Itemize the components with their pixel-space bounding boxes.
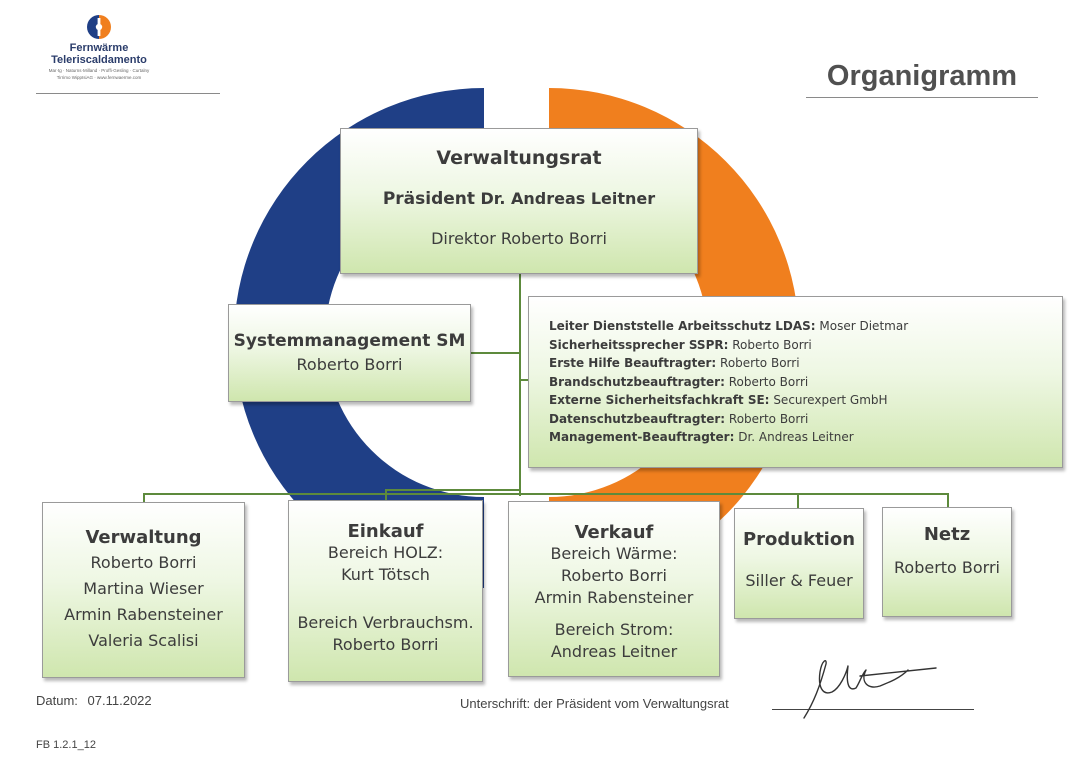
role-value: Dr. Andreas Leitner <box>738 430 854 444</box>
role-label: Erste Hilfe Beauftragter: <box>549 356 717 370</box>
connector-roles <box>520 379 529 381</box>
connector-einkauf-bus <box>385 489 521 491</box>
produktion-name: Siller & Feuer <box>745 571 853 590</box>
logo-name-line1: Fernwärme <box>69 42 129 54</box>
verwaltung-heading: Verwaltung <box>85 527 202 548</box>
einkauf-area2-name: Roberto Borri <box>332 635 439 654</box>
logo-mark-icon <box>87 15 111 39</box>
role-label: Management-Beauftragter: <box>549 430 735 444</box>
verkauf-area1-name: Roberto Borri <box>561 566 667 585</box>
signature-label: Unterschrift: der Präsident vom Verwaltu… <box>460 696 729 711</box>
role-label: Datenschutzbeauftragter: <box>549 411 726 426</box>
einkauf-heading: Einkauf <box>347 521 424 542</box>
logo-divider <box>36 93 220 94</box>
role-row: Externe Sicherheitsfachkraft SE: Securex… <box>529 391 1062 410</box>
date-value: 07.11.2022 <box>87 693 152 708</box>
role-label: Sicherheitssprecher SSPR: <box>549 337 729 352</box>
einkauf-area1-label: Bereich HOLZ: <box>327 543 444 562</box>
company-logo: Fernwärme Teleriscaldamento Mar·tg · Nat… <box>34 12 164 92</box>
produktion-heading: Produktion <box>742 529 856 550</box>
einkauf-area2-label: Bereich Verbrauchsm. <box>297 613 474 632</box>
board-director: Direktor Roberto Borri <box>431 229 607 248</box>
roles-box: Leiter Dienststelle Arbeitsschutz LDAS: … <box>528 296 1063 468</box>
role-row: Erste Hilfe Beauftragter: Roberto Borri <box>529 354 1062 373</box>
department-verwaltung-box: Verwaltung Roberto Borri Martina Wieser … <box>42 502 245 678</box>
connector-trunk <box>519 274 521 496</box>
role-value: Roberto Borri <box>732 337 812 352</box>
verwaltung-member: Martina Wieser <box>83 579 204 598</box>
netz-heading: Netz <box>923 524 971 545</box>
department-produktion-box: Produktion Siller & Feuer <box>734 508 864 619</box>
president-name: Dr. Andreas Leitner <box>480 189 656 208</box>
connector-netz <box>947 493 949 508</box>
date-field: Datum: 07.11.2022 <box>36 693 152 708</box>
date-label: Datum: <box>36 693 78 708</box>
page-title: Organigramm <box>826 60 1018 92</box>
role-value: Moser Dietmar <box>819 319 909 333</box>
role-value: Roberto Borri <box>728 374 809 389</box>
emblem-blue-half <box>234 88 484 588</box>
connector-sm <box>471 352 520 354</box>
title-divider <box>806 97 1038 98</box>
verwaltung-member: Armin Rabensteiner <box>64 605 223 624</box>
system-management-box: Systemmanagement SM Roberto Borri <box>228 304 471 402</box>
role-label: Leiter Dienststelle Arbeitsschutz LDAS: <box>549 319 816 333</box>
einkauf-area1-name: Kurt Tötsch <box>341 565 430 584</box>
role-row: Management-Beauftragter: Dr. Andreas Lei… <box>529 428 1062 447</box>
department-verkauf-box: Verkauf Bereich Wärme: Roberto Borri Arm… <box>508 501 720 677</box>
verkauf-area2-label: Bereich Strom: <box>554 620 674 639</box>
verkauf-area1-label: Bereich Wärme: <box>550 544 678 563</box>
system-management-heading: Systemmanagement SM <box>233 331 466 351</box>
logo-name-line2: Teleriscaldamento <box>51 54 147 66</box>
department-netz-box: Netz Roberto Borri <box>882 507 1012 617</box>
role-label: Externe Sicherheitsfachkraft SE: <box>549 393 770 407</box>
verkauf-area1-name: Armin Rabensteiner <box>534 588 694 607</box>
connector-produktion <box>797 493 799 509</box>
role-label: Brandschutzbeauftragter: <box>549 374 725 389</box>
netz-name: Roberto Borri <box>894 558 1000 577</box>
board-box: Verwaltungsrat Präsident Dr. Andreas Lei… <box>340 128 698 274</box>
connector-verwaltung <box>143 493 145 503</box>
department-einkauf-box: Einkauf Bereich HOLZ: Kurt Tötsch Bereic… <box>288 500 483 682</box>
role-value: Securexpert GmbH <box>773 393 888 407</box>
verwaltung-member: Roberto Borri <box>90 553 197 572</box>
logo-subline2: Tirrimo WippIsiAG · www.fernwaerme.com <box>56 75 142 80</box>
verkauf-heading: Verkauf <box>574 522 654 543</box>
board-president: Präsident Dr. Andreas Leitner <box>341 189 697 209</box>
logo-subline1: Mar·tg · Naturns·Milland · Proffi·Geslin… <box>48 68 150 73</box>
verkauf-area2-name: Andreas Leitner <box>550 642 678 661</box>
signature-line <box>772 709 974 710</box>
connector-bus <box>143 493 949 495</box>
role-value: Roberto Borri <box>720 356 800 370</box>
role-row: Brandschutzbeauftragter: Roberto Borri <box>529 373 1062 392</box>
president-label: Präsident <box>382 189 476 209</box>
system-management-name: Roberto Borri <box>296 355 403 374</box>
signature-mark <box>803 660 937 719</box>
role-row: Leiter Dienststelle Arbeitsschutz LDAS: … <box>529 317 1062 336</box>
role-row: Sicherheitssprecher SSPR: Roberto Borri <box>529 336 1062 355</box>
form-code: FB 1.2.1_12 <box>36 739 96 751</box>
role-value: Roberto Borri <box>728 411 809 426</box>
connector-einkauf <box>385 489 387 501</box>
verwaltung-member: Valeria Scalisi <box>88 631 199 650</box>
board-heading: Verwaltungsrat <box>436 147 602 169</box>
role-row: Datenschutzbeauftragter: Roberto Borri <box>529 410 1062 429</box>
